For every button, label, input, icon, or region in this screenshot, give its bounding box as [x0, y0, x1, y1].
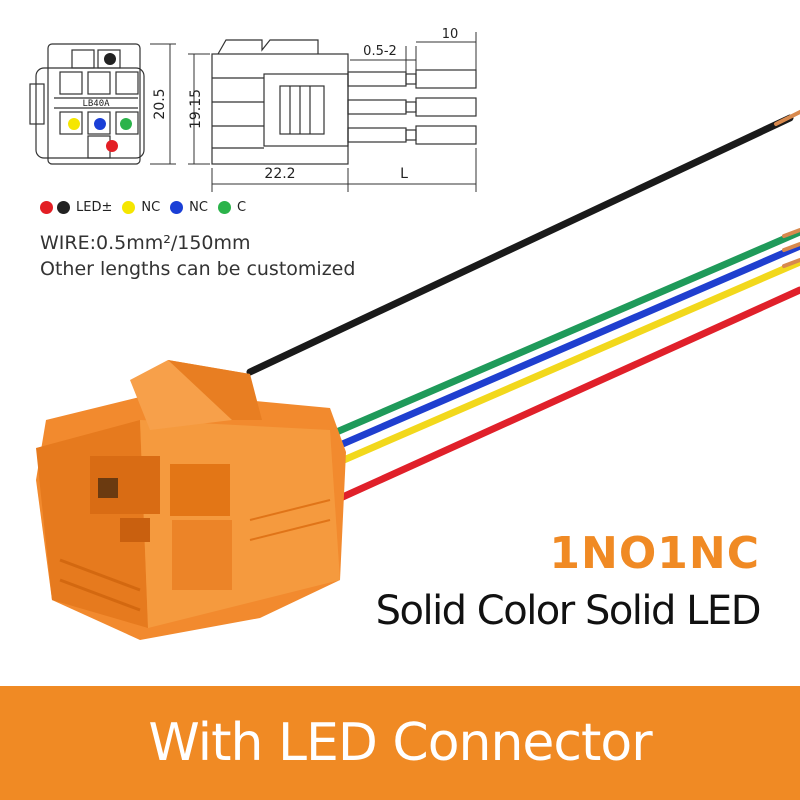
red-dot-icon	[40, 201, 53, 214]
connector-code-label: LB40A	[82, 99, 110, 109]
legend-label-c: C	[236, 200, 247, 215]
wire-spec: WIRE:0.5mm²/150mm Other lengths can be c…	[40, 230, 355, 282]
wire-green	[314, 228, 800, 444]
dim-line-outer	[150, 43, 176, 165]
wire-color-legend: LED± NC NC C	[40, 200, 256, 215]
dim-lines-side	[188, 32, 477, 192]
bottom-banner: With LED Connector	[0, 686, 800, 800]
contact-type-title: 1NO1NC	[549, 528, 760, 579]
wire-red	[332, 286, 800, 504]
yellow-dot-icon	[122, 201, 136, 214]
wire-yellow	[326, 258, 800, 470]
legend-label-nc-1: NC	[141, 200, 161, 215]
green-dot-icon	[217, 201, 231, 214]
pin-dots	[68, 53, 132, 152]
wire-spec-line: WIRE:0.5mm²/150mm	[40, 232, 251, 254]
wires	[246, 110, 800, 504]
wire-black	[246, 114, 794, 376]
dim-width: 22.2	[264, 166, 295, 182]
connector-side-view	[211, 39, 477, 165]
legend-label-led: LED±	[76, 200, 113, 215]
legend-label-nc-2: NC	[189, 200, 208, 215]
dim-strip-length: 0.5-2	[363, 44, 397, 59]
dim-outer-height: 20.5	[152, 88, 168, 119]
banner-text: With LED Connector	[148, 713, 652, 773]
custom-length-note: Other lengths can be customized	[40, 258, 356, 280]
dim-length: L	[400, 166, 408, 182]
dim-inner-height: 19.15	[188, 89, 204, 129]
orange-connector	[36, 360, 346, 640]
led-type-subtitle: Solid Color Solid LED	[375, 588, 762, 634]
wire-blue	[320, 242, 800, 456]
black-dot-icon	[57, 201, 70, 214]
connector-front-view	[29, 43, 145, 165]
blue-dot-icon	[170, 201, 184, 214]
dim-tin-length: 10	[442, 27, 459, 42]
